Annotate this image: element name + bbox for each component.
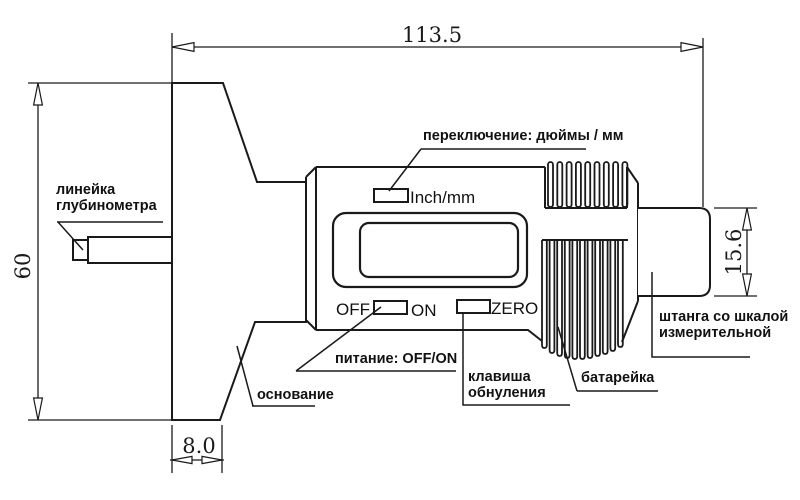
callout-zero-key-line1: клавиша [468,369,531,385]
callout-depth-ruler-line1: линейка [56,182,116,198]
depth-ruler-shape [87,236,173,264]
callout-measuring-rod-line1: штанга со шкалой [659,309,789,325]
battery-knurl-ribs [541,240,624,360]
gauge-outline [72,82,711,421]
base-plate-shape [171,82,307,421]
callout-battery: батарейка [581,370,655,386]
callout-depth-ruler-line2: глубинометра [56,197,157,214]
inch-mm-button-shape [373,188,409,203]
callout-unit-switch: переключение: дюймы / мм [423,128,624,144]
dimension-rod-diameter: 15.6 [722,228,746,276]
on-label: ON [411,301,437,320]
callout-power: питание: OFF/ON [335,351,458,367]
lcd-display [331,211,529,289]
dimension-arrowheads [32,41,753,465]
on-off-button-shape [373,300,408,315]
dimension-overall-length: 113.5 [401,23,463,47]
callout-zero-key: клавиша обнуления [468,369,546,401]
off-label: OFF [336,300,370,319]
zero-button-shape [456,299,491,314]
callout-base: основание [257,387,334,403]
zero-label: ZERO [491,299,539,318]
dimension-lines [28,33,757,473]
dimension-overall-height: 60 [11,252,35,280]
measuring-rod-shape [638,207,711,297]
callout-leaders [57,148,750,407]
dimension-base-width: 8.0 [182,434,216,458]
top-knurl-ribs [547,161,629,208]
callout-measuring-rod-line2: измерительной [659,324,772,341]
callout-measuring-rod: штанга со шкалой измерительной [659,309,789,341]
callout-depth-ruler: линейка глубинометра [56,182,157,214]
depth-ruler-tip-shape [72,239,89,261]
inch-mm-button-label: Inch/mm [410,188,476,207]
callout-zero-key-line2: обнуления [468,384,546,401]
